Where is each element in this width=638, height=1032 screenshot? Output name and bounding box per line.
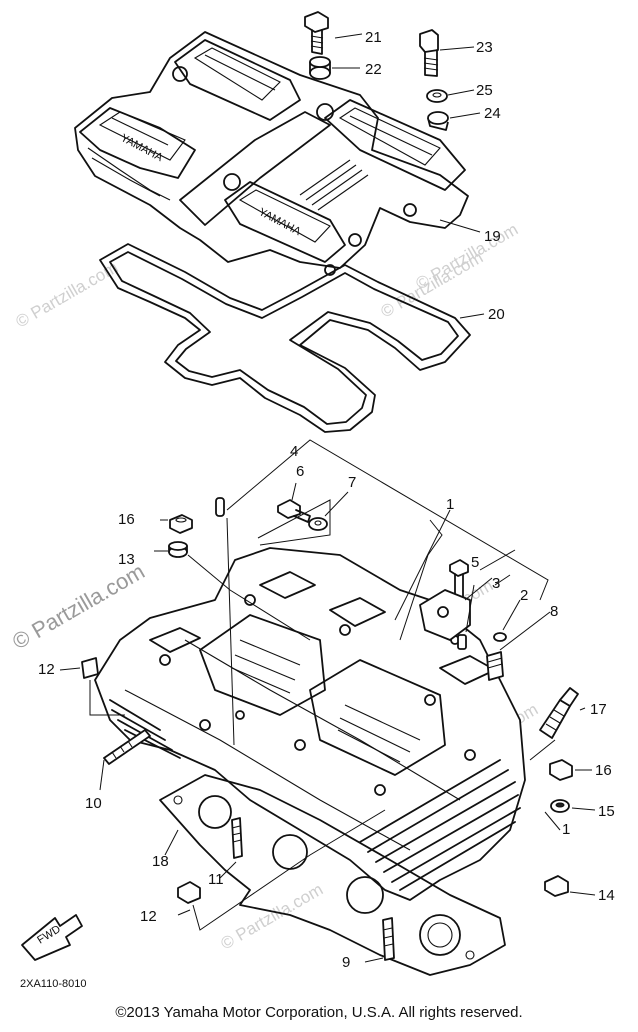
callout-21: 21 <box>365 29 382 46</box>
callout-numbers: 21 22 23 25 24 19 20 4 6 7 1 16 13 5 3 2… <box>38 29 615 971</box>
bolt-5 <box>419 559 471 641</box>
callout-1-lower: 1 <box>562 821 570 838</box>
dowel-pin-4 <box>215 497 225 517</box>
washer-25 <box>426 89 448 103</box>
callout-12-lower: 12 <box>140 908 157 925</box>
callout-8: 8 <box>550 603 558 620</box>
nut-16-upper <box>169 514 193 534</box>
grommet-22 <box>309 56 331 80</box>
callout-15: 15 <box>598 803 615 820</box>
callout-1: 1 <box>446 496 454 513</box>
callout-3: 3 <box>492 575 500 592</box>
callout-4: 4 <box>290 443 298 460</box>
callout-20: 20 <box>488 306 505 323</box>
stud-23 <box>419 29 439 77</box>
callout-2: 2 <box>520 587 528 604</box>
forward-direction-arrow: FWD <box>21 914 83 961</box>
watermark: © Partzilla.com <box>218 880 327 954</box>
callout-16-upper: 16 <box>118 511 135 528</box>
cap-14 <box>544 875 569 897</box>
callout-10: 10 <box>85 795 102 812</box>
callout-23: 23 <box>476 39 493 56</box>
nut-24 <box>427 111 449 131</box>
callout-19: 19 <box>484 228 501 245</box>
callout-18: 18 <box>152 853 169 870</box>
diagram-code: 2XA110-8010 <box>20 978 86 990</box>
leader-lines <box>59 33 596 963</box>
bolt-21 <box>304 11 329 55</box>
callout-22: 22 <box>365 61 382 78</box>
head-gasket <box>159 774 506 976</box>
stud-10 <box>103 729 151 765</box>
stud-9 <box>382 917 395 961</box>
cover-gasket <box>99 243 471 433</box>
callout-24: 24 <box>484 105 501 122</box>
callout-13: 13 <box>118 551 135 568</box>
plug-7 <box>308 517 328 531</box>
cap-12-upper <box>81 657 99 679</box>
o-ring-2 <box>493 632 507 642</box>
washer-15 <box>550 799 570 813</box>
callout-6: 6 <box>296 463 304 480</box>
callout-12-upper: 12 <box>38 661 55 678</box>
copyright-notice: ©2013 Yamaha Motor Corporation, U.S.A. A… <box>115 1004 523 1021</box>
callout-17: 17 <box>590 701 607 718</box>
fitting-8 <box>486 651 504 681</box>
nut-16-lower <box>549 759 573 781</box>
bolt-6 <box>277 499 311 523</box>
pin-3 <box>457 634 467 650</box>
callout-16-lower: 16 <box>595 762 612 779</box>
callout-9: 9 <box>342 954 350 971</box>
callout-7: 7 <box>348 474 356 491</box>
cylinder-head-cover: YAMAHA YAMAHA <box>74 31 469 276</box>
stud-11 <box>231 817 243 859</box>
callout-11: 11 <box>208 871 224 888</box>
callout-14: 14 <box>598 887 615 904</box>
callout-5: 5 <box>471 554 479 571</box>
callout-25: 25 <box>476 82 493 99</box>
cap-12-lower <box>177 881 201 904</box>
spark-plug-17 <box>539 687 579 739</box>
washer-13 <box>168 541 188 558</box>
watermark: © Partzilla.com <box>413 220 522 294</box>
